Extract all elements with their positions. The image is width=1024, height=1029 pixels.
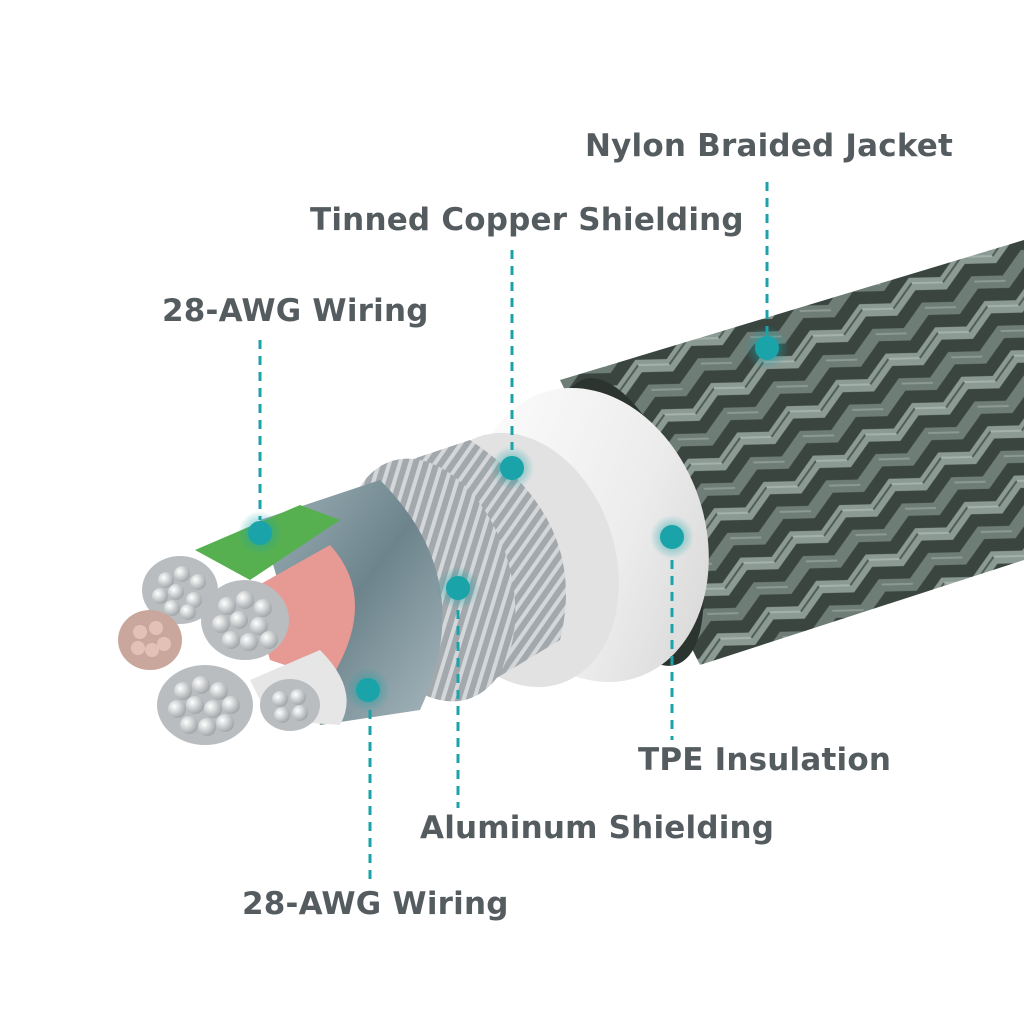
callouts bbox=[258, 182, 769, 880]
dot-awg-bottom bbox=[356, 678, 380, 702]
dot-tpe bbox=[660, 525, 684, 549]
strand-bundle-4 bbox=[157, 665, 253, 745]
label-tpe-insulation: TPE Insulation bbox=[638, 742, 892, 778]
strand-bundle-5 bbox=[260, 679, 320, 731]
strand-bundle-1 bbox=[142, 556, 218, 624]
label-aluminum-shielding: Aluminum Shielding bbox=[420, 810, 775, 846]
label-28-awg-wiring-top: 28-AWG Wiring bbox=[162, 293, 429, 329]
label-nylon-braided-jacket: Nylon Braided Jacket bbox=[585, 128, 954, 164]
label-28-awg-wiring-bottom: 28-AWG Wiring bbox=[242, 886, 509, 922]
strand-bundle-2 bbox=[118, 610, 182, 670]
dot-nylon-jacket bbox=[755, 336, 779, 360]
strand-bundle-3 bbox=[201, 580, 289, 660]
dot-aluminum bbox=[446, 576, 470, 600]
label-tinned-copper-shielding: Tinned Copper Shielding bbox=[310, 202, 744, 238]
dot-tinned-copper bbox=[500, 456, 524, 480]
strand-bundles bbox=[118, 556, 320, 745]
callout-dots bbox=[238, 326, 789, 712]
dot-awg-top bbox=[248, 521, 272, 545]
